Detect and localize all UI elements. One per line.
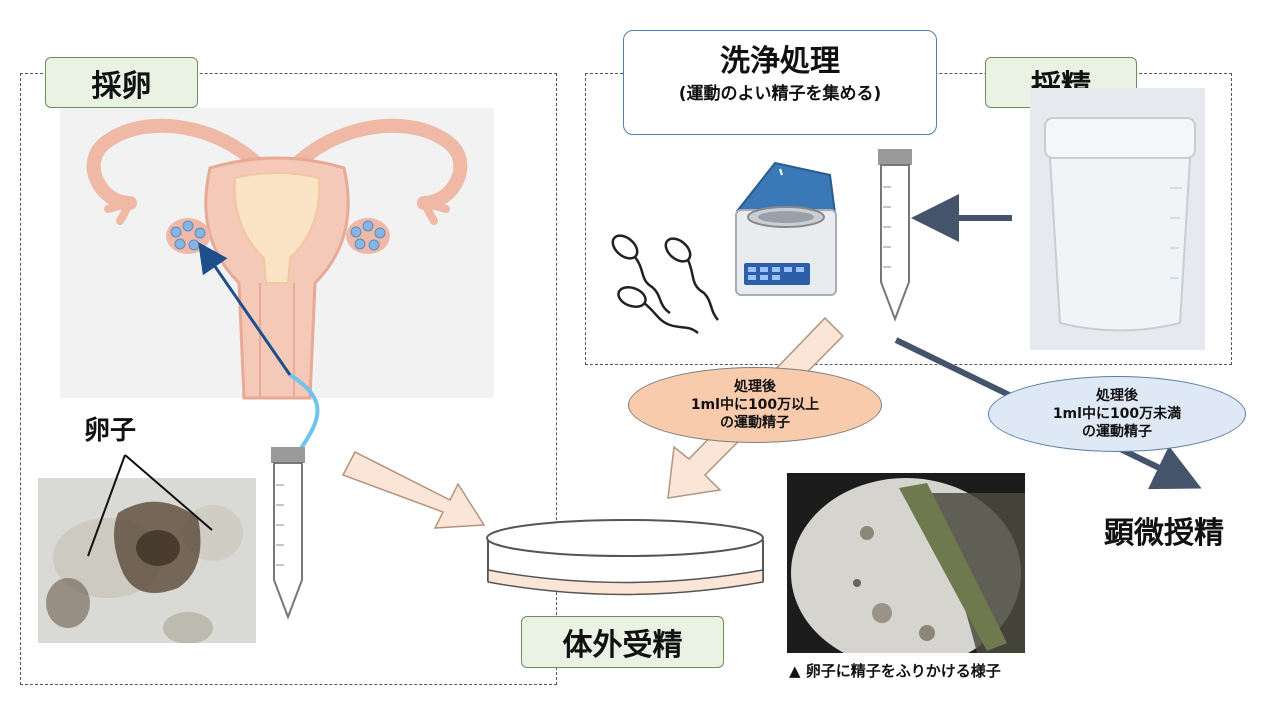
specimen-cup-photo — [1030, 88, 1205, 350]
oval-low-line3: の運動精子 — [1082, 424, 1152, 440]
oval-high-line2: 1ml中に100万以上 — [690, 397, 820, 413]
washing-title: 洗浄処理 — [720, 44, 840, 79]
washing-title-box: 洗浄処理 (運動のよい精子を集める) — [623, 30, 937, 135]
oval-low-count: 処理後 1ml中に100万未満 の運動精子 — [988, 376, 1246, 452]
egg-label: 卵子 — [84, 416, 137, 446]
oval-high-line3: の運動精子 — [720, 415, 790, 431]
icsi-label: 顕微授精 — [1104, 516, 1224, 551]
centrifuge-icon — [735, 161, 837, 296]
test-tube-washing — [878, 149, 912, 322]
test-tube-egg — [271, 447, 305, 620]
oval-low-line1: 処理後 — [1096, 388, 1138, 404]
egg-retrieval-label: 採卵 — [45, 57, 198, 108]
arrow-tube-to-dish — [341, 450, 486, 529]
photo-caption: ▲ 卵子に精子をふりかけ​る様子 — [789, 662, 1001, 680]
ivf-label: 体外受精 — [521, 616, 724, 668]
uterus-illustration — [60, 108, 494, 400]
oval-high-count: 処理後 1ml中に100万以上 の運動精子 — [628, 367, 882, 443]
sperm-illustration — [611, 234, 719, 335]
oval-high-line1: 処理後 — [734, 379, 776, 395]
oval-low-line2: 1ml中に100万未満 — [1052, 406, 1182, 422]
petri-dish — [486, 519, 764, 596]
egg-retrieval-frame — [20, 73, 557, 685]
washing-subtitle: (運動のよい精子を集める) — [678, 84, 882, 104]
egg-microscope-photo — [38, 478, 256, 643]
insemination-photo — [787, 473, 1025, 653]
